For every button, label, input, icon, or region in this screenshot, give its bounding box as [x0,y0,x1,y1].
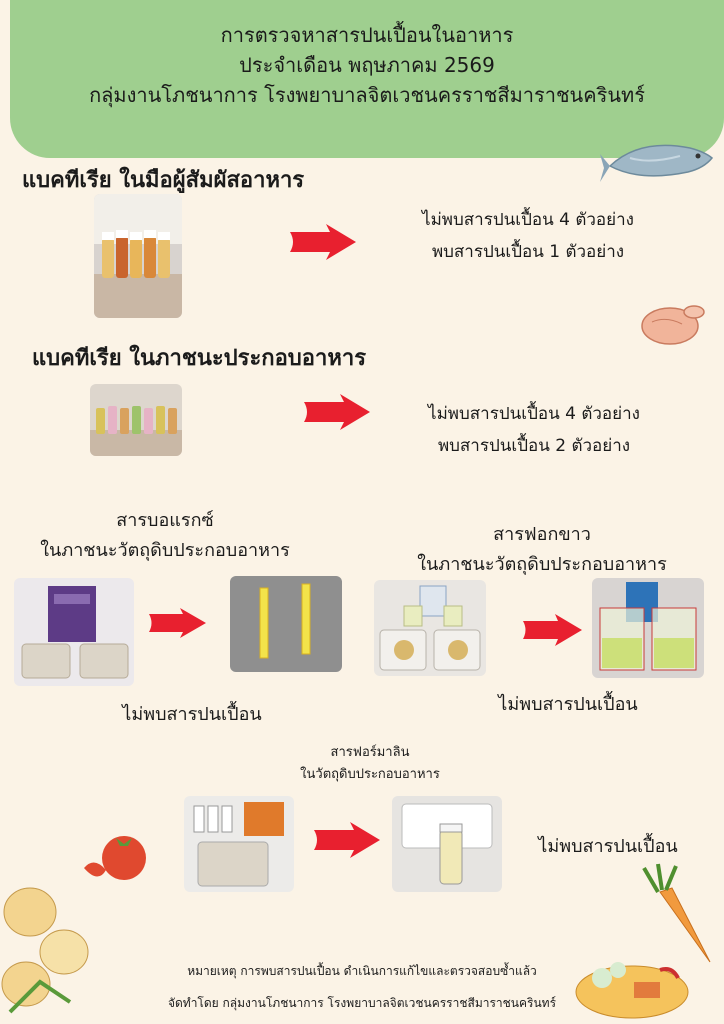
arrow-right-icon [290,224,356,260]
section4-title-line1: สารฟอกขาว [493,524,591,545]
header-month: ประจำเดือน พฤษภาคม 2569 [239,53,495,77]
arrow-right-icon [149,608,206,638]
section3-photo-after [230,576,342,672]
section3-photo-before [14,578,134,686]
header-department: กลุ่มงานโภชนาการ โรงพยาบาลจิตเวชนครราชสี… [89,83,645,107]
section1-result: ไม่พบสารปนเปื้อน 4 ตัวอย่าง พบสารปนเปื้อ… [378,204,678,268]
section3-title-line1: สารบอแรกซ์ [116,510,214,531]
section1-negative-count: ไม่พบสารปนเปื้อน 4 ตัวอย่าง [422,210,634,230]
chicken-decoration-icon [641,305,705,345]
section3-title-line2: ในภาชนะวัตถุดิบประกอบอาหาร [40,540,290,561]
measuring-cups-image [599,582,697,671]
section4-result: ไม่พบสารปนเปื้อน [498,694,638,715]
header-title: การตรวจหาสารปนเปื้อนในอาหาร [220,23,514,47]
section1-title: แบคทีเรีย ในมือผู้สัมผัสอาหาร [22,168,305,193]
section5-photo-before [184,796,294,892]
section5-title-line2: ในวัตถุดิบประกอบอาหาร [300,767,440,782]
arrow-right-icon [523,614,582,646]
onion-decoration-icon [1,887,89,1014]
formalin-result-image [401,803,493,885]
section5-title-line1: สารฟอร์มาลิน [330,745,410,760]
section5-photo-after [392,796,502,892]
section1-photo [94,194,182,318]
section2-title: แบคทีเรีย ในภาชนะประกอบอาหาร [32,346,367,371]
section2-negative-count: ไม่พบสารปนเปื้อน 4 ตัวอย่าง [428,404,640,424]
section2-photo [90,384,182,456]
header-banner: การตรวจหาสารปนเปื้อนในอาหาร ประจำเดือน พ… [10,0,724,158]
formalin-test-kit-image [193,802,284,887]
section4-photo-before [374,580,486,676]
section5-title: สารฟอร์มาลิน ในวัตถุดิบประกอบอาหาร [250,742,490,786]
footer-note: หมายเหตุ การพบสารปนเปื้อน ดำเนินการแก้ไข… [187,964,537,978]
test-strips-image [259,583,311,659]
section4-title: สารฟอกขาว ในภาชนะวัตถุดิบประกอบอาหาร [360,520,724,580]
food-plate-decoration-icon [575,962,689,1019]
section4-title-line2: ในภาชนะวัตถุดิบประกอบอาหาร [417,554,667,575]
arrow-right-icon [314,822,380,858]
arrow-right-icon [304,394,370,430]
section3-result: ไม่พบสารปนเปื้อน [122,704,262,725]
section1-positive-count: พบสารปนเปื้อน 1 ตัวอย่าง [431,242,625,262]
footer-credit: จัดทำโดย กลุ่มงานโภชนาการ โรงพยาบาลจิตเว… [167,996,557,1010]
sample-bottles-image [90,406,182,456]
bleach-test-kit-image [379,585,481,671]
section2-positive-count: พบสารปนเปื้อน 2 ตัวอย่าง [437,436,631,456]
section3-title: สารบอแรกซ์ ในภาชนะวัตถุดิบประกอบอาหาร [0,506,330,566]
tomato-decoration-icon [84,836,146,880]
borax-test-kit-image [21,586,129,679]
section2-result: ไม่พบสารปนเปื้อน 4 ตัวอย่าง พบสารปนเปื้อ… [384,398,684,462]
fish-decoration-icon [600,144,714,182]
section5-result: ไม่พบสารปนเปื้อน [538,836,678,857]
carrot-decoration-icon [642,863,711,963]
section4-photo-after [592,578,704,678]
sample-bottles-image [94,194,182,318]
